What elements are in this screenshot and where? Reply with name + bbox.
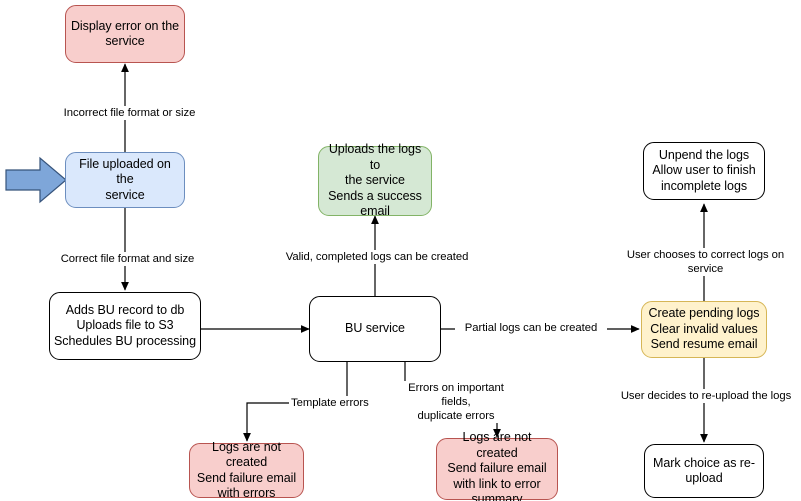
start-arrow-icon (5, 156, 67, 204)
node-logs-not-created-summary[interactable]: Logs are not created Send failure email … (436, 430, 558, 501)
node-file-uploaded[interactable]: File uploaded on the service (65, 152, 185, 208)
node-uploads-logs[interactable]: Uploads the logs to the service Sends a … (318, 142, 432, 218)
edge-label-template-errors: Template errors (289, 396, 385, 410)
edge-label-valid-completed-logs: Valid, completed logs can be created (283, 250, 471, 264)
edge-label-user-corrects: User chooses to correct logs on service (606, 248, 801, 276)
edge-label-incorrect-format: Incorrect file format or size (55, 106, 204, 120)
node-logs-not-created-errors[interactable]: Logs are not created Send failure email … (189, 440, 304, 500)
node-adds-bu-record[interactable]: Adds BU record to db Uploads file to S3 … (49, 292, 201, 360)
node-bu-service[interactable]: BU service (309, 296, 441, 362)
edge-label-partial-logs: Partial logs can be created (455, 321, 607, 335)
node-mark-choice-reupload[interactable]: Mark choice as re- upload (644, 444, 764, 498)
node-unpend-logs[interactable]: Unpend the logs Allow user to finish inc… (643, 142, 765, 200)
edge-label-errors-important: Errors on important fields, duplicate er… (392, 381, 520, 423)
edge-label-correct-format: Correct file format and size (53, 252, 202, 266)
node-display-error[interactable]: Display error on the service (65, 5, 185, 63)
node-create-pending-logs[interactable]: Create pending logs Clear invalid values… (641, 301, 767, 358)
edge-label-user-reuploads: User decides to re-upload the logs (616, 389, 796, 403)
